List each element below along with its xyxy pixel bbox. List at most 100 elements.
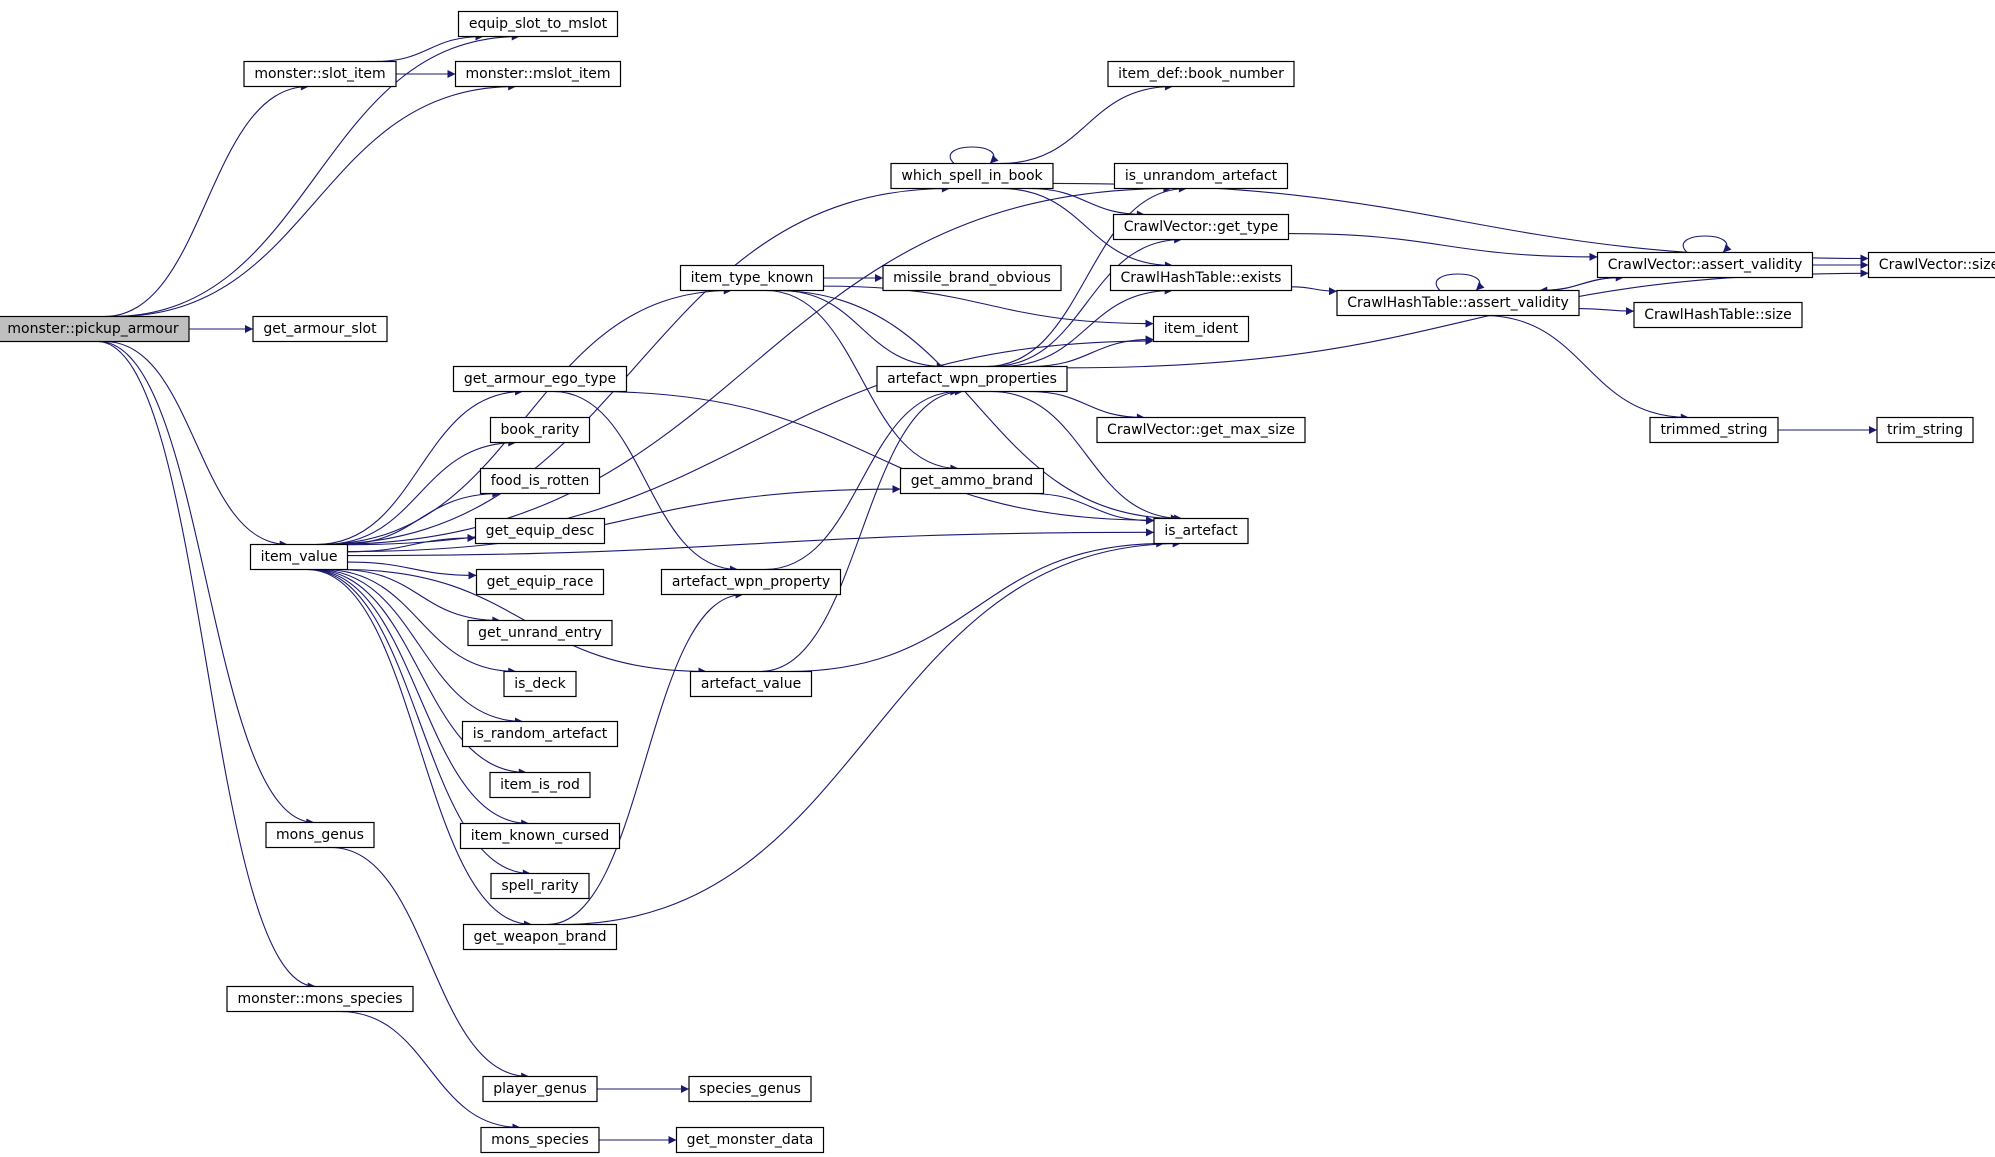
node-spell-rarity[interactable]: spell_rarity [490, 872, 590, 900]
node-slot-item[interactable]: monster::slot_item [243, 60, 397, 88]
edge [339, 1010, 521, 1132]
node-box [689, 670, 813, 698]
edge-line [316, 568, 523, 726]
node-artefact-wpn-property[interactable]: artefact_wpn_property [660, 568, 842, 596]
edge-line [111, 32, 520, 318]
node-mslot-item[interactable]: monster::mslot_item [454, 60, 622, 88]
edge-line [1029, 335, 1154, 368]
node-is-unrandom-artefact[interactable]: is_unrandom_artefact [1113, 162, 1289, 190]
nodes-layer: monster::pickup_armour equip_slot_to_mslo… [0, 10, 1995, 1154]
node-trim-string[interactable]: trim_string [1876, 416, 1974, 444]
node-box [243, 60, 397, 88]
node-food-is-rotten[interactable]: food_is_rotten [479, 467, 601, 495]
node-box [1153, 517, 1249, 545]
node-box [1876, 416, 1974, 444]
edge [322, 438, 517, 546]
edge-line [765, 289, 959, 473]
node-item-type-known[interactable]: item_type_known [679, 264, 825, 292]
node-get-weapon-brand[interactable]: get_weapon_brand [462, 923, 618, 951]
node-cht-exists[interactable]: CrawlHashTable::exists [1109, 264, 1293, 292]
edge-line [1028, 390, 1145, 422]
edge [347, 533, 476, 553]
edge [338, 568, 501, 625]
edge-line [347, 528, 1155, 557]
edge-line [764, 387, 959, 571]
node-label: item_is_rod [500, 777, 580, 793]
node-box [226, 985, 414, 1013]
node-mons-genus[interactable]: mons_genus [265, 821, 375, 849]
node-artefact-wpn-properties[interactable]: artefact_wpn_properties [876, 365, 1068, 393]
node-box [490, 872, 590, 900]
node-cv-assert-validity[interactable]: CrawlVector::assert_validity [1596, 251, 1814, 279]
node-book-rarity[interactable]: book_rarity [489, 416, 591, 444]
node-get-monster-data[interactable]: get_monster_data [675, 1126, 825, 1154]
node-species-genus[interactable]: species_genus [688, 1075, 812, 1103]
node-cv-get-max-size[interactable]: CrawlVector::get_max_size [1096, 416, 1306, 444]
node-box [1596, 251, 1814, 279]
node-which-spell-in-book[interactable]: which_spell_in_book [890, 162, 1054, 190]
node-cv-get-type[interactable]: CrawlVector::get_type [1112, 213, 1290, 241]
edge [949, 146, 999, 164]
node-item-ident[interactable]: item_ident [1152, 315, 1250, 343]
node-trimmed-string[interactable]: trimmed_string [1649, 416, 1779, 444]
node-label: CrawlVector::size [1879, 257, 1995, 273]
node-is-deck[interactable]: is_deck [503, 670, 577, 698]
node-box [876, 365, 1068, 393]
edge-line [760, 387, 963, 673]
node-missile-brand-obvious[interactable]: missile_brand_obvious [882, 264, 1062, 292]
node-equip-slot-to-mslot[interactable]: equip_slot_to_mslot [457, 10, 619, 38]
node-label: get_monster_data [687, 1132, 814, 1148]
node-box [457, 10, 619, 38]
node-label: item_def::book_number [1118, 66, 1284, 82]
node-box [1152, 315, 1250, 343]
edge-line [1000, 187, 1173, 270]
node-get-unrand-entry[interactable]: get_unrand_entry [467, 619, 613, 647]
node-book-number[interactable]: item_def::book_number [1107, 60, 1295, 88]
node-box [503, 670, 577, 698]
node-label: get_equip_race [487, 574, 594, 590]
node-get-armour-ego-type[interactable]: get_armour_ego_type [452, 365, 628, 393]
edge-line [374, 32, 484, 63]
node-get-equip-desc[interactable]: get_equip_desc [474, 517, 606, 545]
node-cht-assert-validity[interactable]: CrawlHashTable::assert_validity [1336, 289, 1580, 317]
node-label: monster::slot_item [254, 66, 385, 82]
edge-line [990, 235, 1183, 368]
node-label: artefact_wpn_properties [887, 371, 1057, 387]
node-box [1113, 162, 1289, 190]
node-item-known-cursed[interactable]: item_known_cursed [459, 822, 621, 850]
node-get-armour-slot[interactable]: get_armour_slot [252, 315, 388, 343]
node-item-value[interactable]: item_value [249, 543, 349, 571]
edge [97, 340, 316, 991]
node-box [467, 619, 613, 647]
edge [321, 184, 950, 546]
node-mons-species-m[interactable]: monster::mons_species [226, 985, 414, 1013]
node-is-artefact[interactable]: is_artefact [1153, 517, 1249, 545]
node-cv-size[interactable]: CrawlVector::size [1867, 251, 1995, 279]
edge-line [322, 568, 517, 676]
edge-line [104, 82, 309, 318]
node-get-ammo-brand[interactable]: get_ammo_brand [899, 467, 1045, 495]
node-cht-size[interactable]: CrawlHashTable::size [1633, 301, 1803, 329]
node-player-genus[interactable]: player_genus [482, 1075, 598, 1103]
edge-line [779, 289, 945, 371]
node-artefact-value[interactable]: artefact_value [689, 670, 813, 698]
node-get-equip-race[interactable]: get_equip_race [475, 568, 605, 596]
node-pickup-armour[interactable]: monster::pickup_armour [0, 315, 190, 343]
node-item-is-rod[interactable]: item_is_rod [489, 771, 591, 799]
edge-line [98, 340, 315, 827]
edges-layer [97, 32, 1877, 1144]
node-label: get_armour_slot [263, 321, 377, 337]
node-label: trim_string [1887, 422, 1963, 438]
edge [322, 568, 517, 676]
node-is-random-artefact[interactable]: is_random_artefact [461, 720, 619, 748]
node-mons-species[interactable]: mons_species [480, 1126, 600, 1154]
edge [312, 568, 527, 777]
edge [547, 590, 744, 926]
node-box [660, 568, 842, 596]
edge-line [787, 539, 1165, 673]
edge [779, 289, 945, 371]
node-box [475, 568, 605, 596]
edge [1066, 269, 1869, 369]
node-box [249, 543, 349, 571]
edge-line [1066, 269, 1869, 369]
